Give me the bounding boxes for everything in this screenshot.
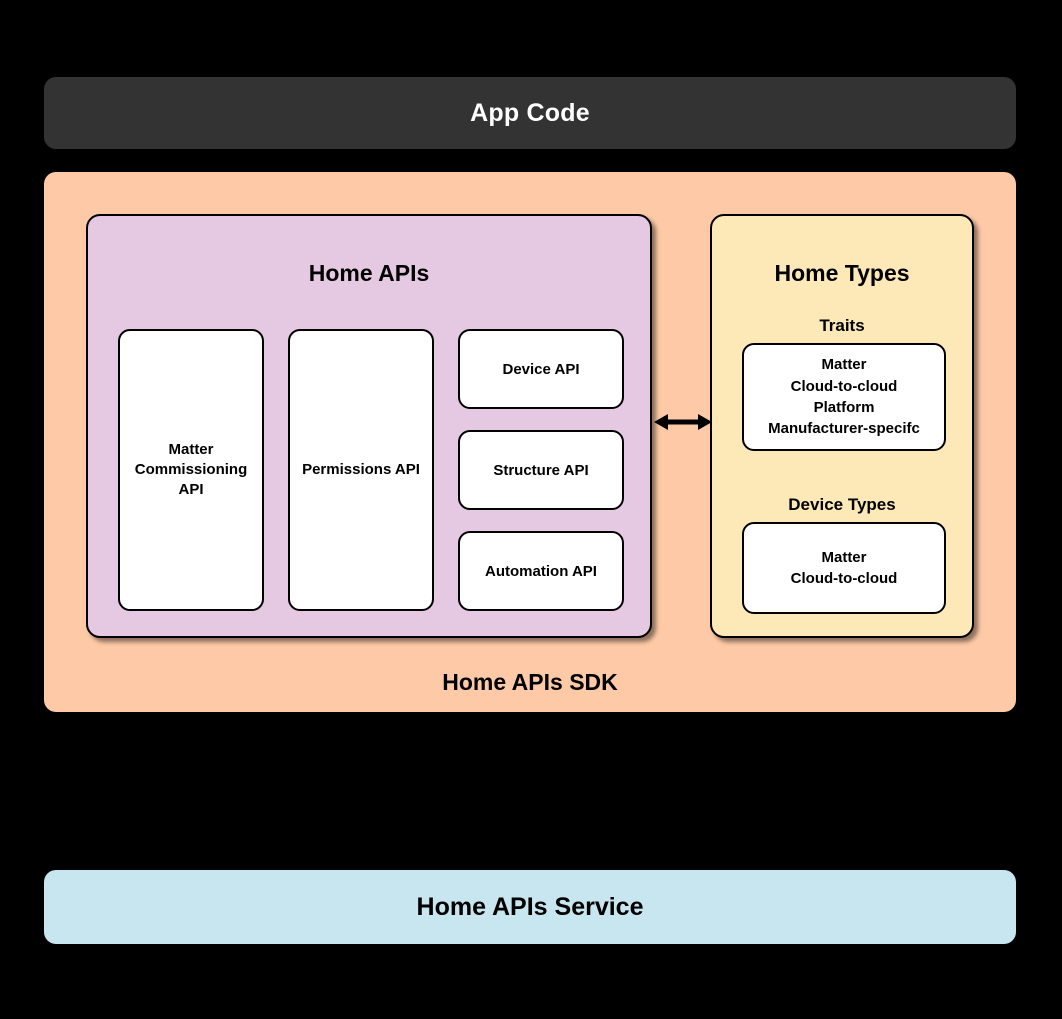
permissions-api-box: Permissions API	[288, 329, 434, 611]
automation-api-box: Automation API	[458, 531, 624, 611]
traits-section-label: Traits	[819, 316, 865, 335]
home-apis-service-label: Home APIs Service	[416, 892, 644, 921]
device-api-box: Device API	[458, 329, 624, 409]
app-code-label: App Code	[470, 98, 590, 127]
app-code-block: App Code	[44, 77, 1016, 149]
double-headed-arrow-icon	[654, 410, 712, 434]
device-types-section-label: Device Types	[788, 495, 896, 514]
home-apis-sdk-label: Home APIs SDK	[442, 669, 618, 695]
home-apis-stacked-boxes: Device API Structure API Automation API	[458, 329, 624, 611]
home-apis-title: Home APIs	[308, 260, 430, 286]
home-types-title: Home Types	[774, 260, 910, 286]
home-apis-service-block: Home APIs Service	[44, 870, 1016, 944]
structure-api-box: Structure API	[458, 430, 624, 510]
